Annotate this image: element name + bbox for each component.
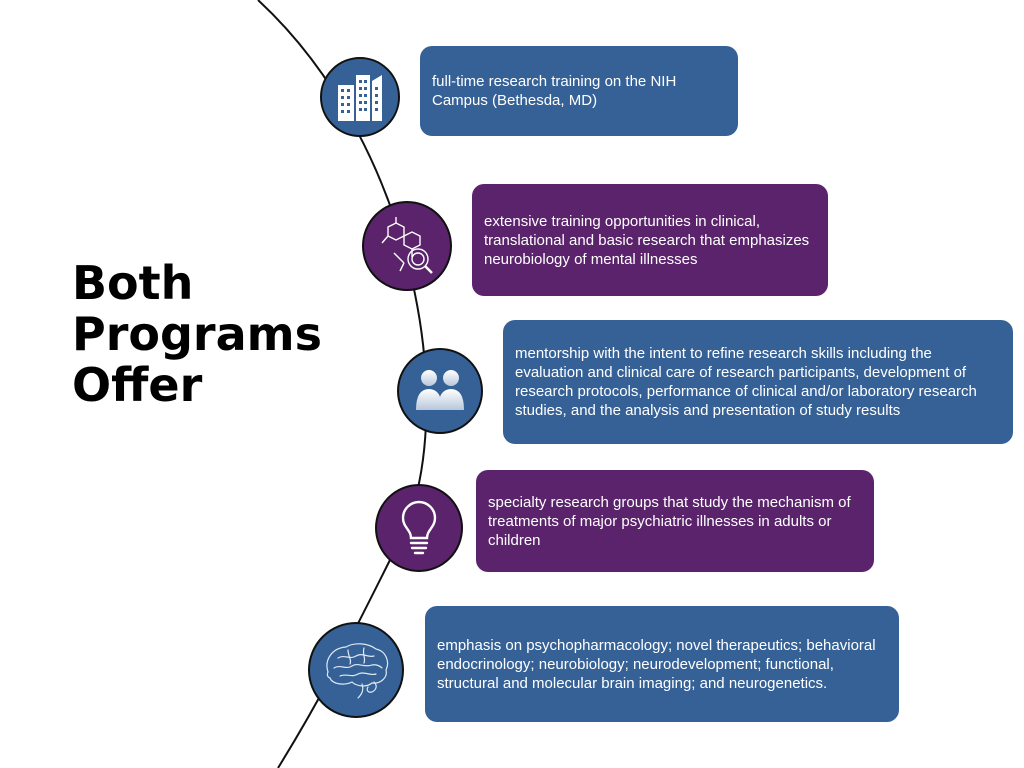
title-line-3: Offer [72,358,203,412]
item-5-node [308,622,404,718]
item-2-node [362,201,452,291]
title-line-1: Both [72,256,194,310]
item-5-card: emphasis on psychopharmacology; novel th… [425,606,899,722]
brain-icon [318,638,394,702]
item-1-card: full-time research training on the NIH C… [420,46,738,136]
item-3-card: mentorship with the intent to refine res… [503,320,1013,444]
item-3-text: mentorship with the intent to refine res… [515,345,977,419]
molecule-icon [374,213,440,279]
item-3-node [397,348,483,434]
item-4-node [375,484,463,572]
people-icon [411,362,469,420]
item-2-text: extensive training opportunities in clin… [484,212,810,268]
item-1-text: full-time research training on the NIH C… [432,73,677,109]
title-line-2: Programs [72,307,322,361]
item-2-card: extensive training opportunities in clin… [472,184,828,296]
lightbulb-icon [391,500,447,556]
page-title: Both Programs Offer [72,258,322,411]
item-5-text: emphasis on psychopharmacology; novel th… [437,636,876,692]
item-4-text: specialty research groups that study the… [488,493,851,549]
building-icon [332,69,388,125]
item-1-node [320,57,400,137]
item-4-card: specialty research groups that study the… [476,470,874,572]
